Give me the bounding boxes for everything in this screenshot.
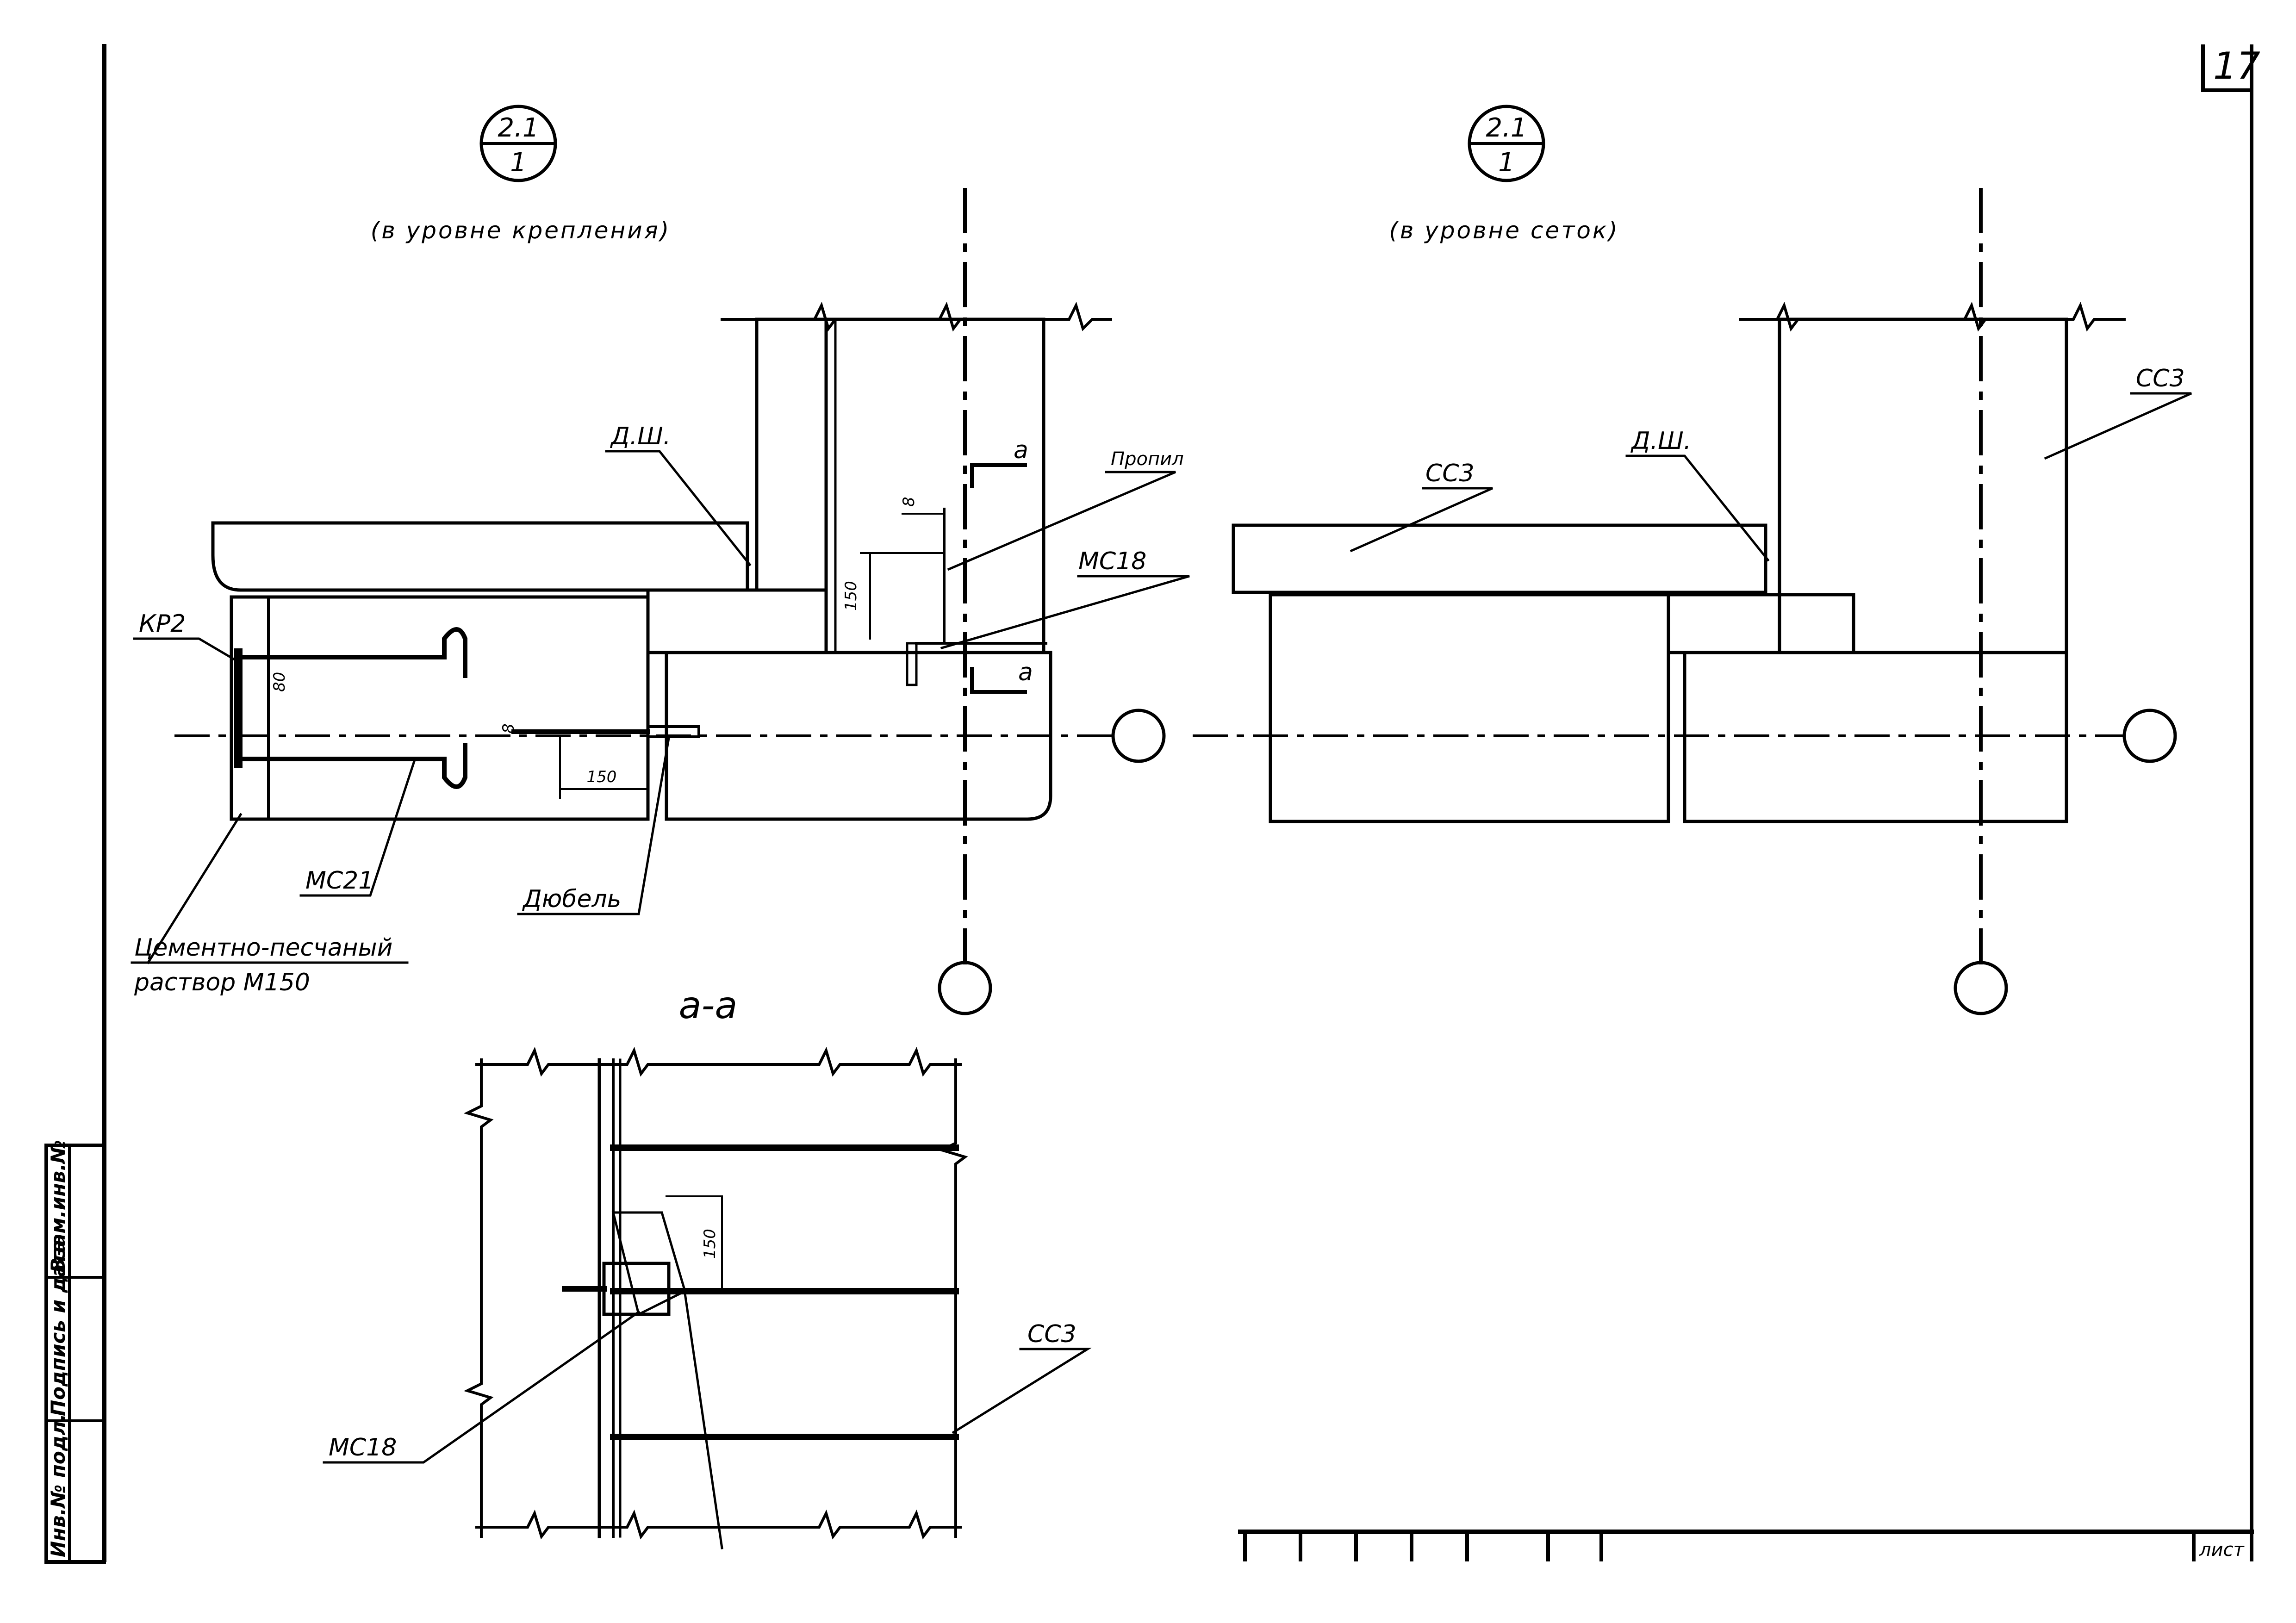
lower-mesh-concrete [1269,593,1670,823]
label-mc18-left: МС18 [1078,547,1146,575]
dim-8-top: 8 [900,497,918,507]
page-number: 17 [2213,44,2260,87]
stamp-field-inv: Инв.№ подл. [47,1414,69,1557]
label-kr2: КР2 [139,610,186,638]
right-bubble-bottom: 1 [1498,148,1515,178]
right-view-caption: (в уровне сеток) [1389,217,1619,244]
upper-mesh-concrete [1778,317,2068,654]
wall-hatched [755,317,828,592]
dim-80: 80 [270,672,289,692]
label-cut: Пропил [1111,448,1184,470]
label-dowel: Дюбель [522,885,621,913]
right-view-bubble: 2.1 1 [1468,105,1545,182]
dim-150-section: 150 [701,1229,719,1259]
slab-mesh [1232,523,1767,594]
insulation-right [1667,593,1855,654]
left-view-bubble: 2.1 1 [479,105,557,182]
label-cc3-top: СС3 [2136,365,2185,392]
mortar-joint [230,596,270,821]
left-bubble-top: 2.1 [498,113,539,143]
sheet-frame: лист 17 Инв.№ подл. Подпись и дата Взам.… [44,44,2260,1564]
label-mortar-1: Цементно-песчаный [134,934,392,962]
left-bubble-bottom: 1 [510,148,527,178]
label-mc18-section: МС18 [329,1434,397,1461]
section-view: а-а 150 МС18 СС3 [323,984,1092,1549]
label-dsh-left: Д.Ш. [610,423,671,450]
lower-hatched-right [1683,651,2068,823]
label-dsh-right: Д.Ш. [1630,427,1691,455]
section-concrete [613,1067,956,1532]
section-wall [481,1067,602,1532]
section-mark-bottom: а [1018,659,1033,686]
dim-150-vertical: 150 [842,581,860,611]
stamp-column: Инв.№ подл. Подпись и дата Взам.инв.№ [44,1140,106,1564]
left-view-caption: (в уровне крепления) [371,217,671,244]
right-view: 2.1 1 (в уровне сеток) Д.Ш. СС3 СС3 [1193,105,2192,1015]
insulation-left [646,588,828,654]
right-bubble-top: 2.1 [1486,113,1527,143]
lower-hatched-block [646,651,1052,821]
dim-8-left: 8 [499,723,518,734]
title-block-ticks [1243,1530,1603,1561]
left-view: 2.1 1 (в уровне крепления) [131,105,1190,1015]
stamp-field-sign: Подпись и дата [47,1240,69,1416]
lower-concrete-left [230,595,650,821]
label-mortar-2: раствор М150 [134,969,310,996]
section-mark-top: а [1014,436,1028,464]
list-label: лист [2199,1539,2245,1561]
label-mc21: МС21 [305,867,373,895]
dim-150-horizontal: 150 [587,768,617,786]
label-cc3-slab: СС3 [1425,460,1475,487]
label-cc3-section: СС3 [1027,1320,1076,1348]
section-title: а-а [679,984,738,1027]
stamp-field-replace: Взам.инв.№ [47,1140,69,1273]
floor-slab-hatched [211,521,749,592]
